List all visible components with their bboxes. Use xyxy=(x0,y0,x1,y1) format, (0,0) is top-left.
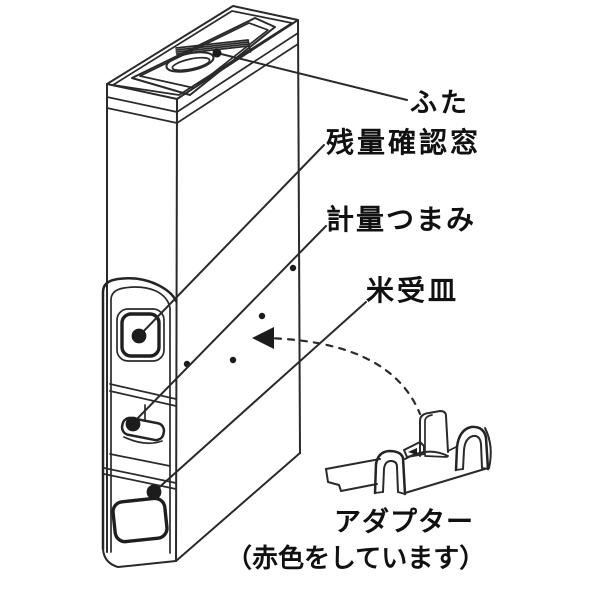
lid-hatch-band xyxy=(175,39,252,55)
tube-end-cap xyxy=(484,427,492,469)
window-leader-line xyxy=(138,144,325,337)
right-clip-outer xyxy=(454,425,490,472)
label-rice-tray: 米受皿 xyxy=(366,275,460,306)
adapter-tab-thickness xyxy=(424,414,433,456)
knob-anchor-dot xyxy=(125,416,141,432)
lid-finger-recess-inner xyxy=(171,56,211,72)
adapter-drawing xyxy=(325,410,492,496)
side-pin-dot-1 xyxy=(289,264,297,272)
side-pin-dot-2 xyxy=(258,312,266,320)
panel-bottom-edge xyxy=(102,548,177,568)
panel-divider-lower xyxy=(109,390,177,407)
label-lid: ふた xyxy=(410,88,470,118)
lid-finger-recess-outer xyxy=(165,51,215,73)
arrowhead-icon xyxy=(252,327,274,349)
panel-inner-border xyxy=(110,286,171,554)
label-remaining-window: 残量確認窓 xyxy=(326,127,482,158)
cap-band-line-lower xyxy=(106,43,299,124)
front-panel-drawing xyxy=(101,277,178,568)
lid-anchor-dot xyxy=(212,48,222,58)
adapter-tab-outline xyxy=(419,410,449,457)
measuring-knob-drawing xyxy=(120,416,166,442)
rice-tray-drawing xyxy=(111,496,169,544)
adapter-arm-top xyxy=(325,458,381,470)
lid-outline xyxy=(131,17,276,96)
remaining-amount-window xyxy=(120,312,161,358)
dashed-arc xyxy=(260,336,422,416)
adapter-shelf xyxy=(403,441,425,458)
box-bottom-right-edge xyxy=(175,452,301,562)
callout-leaders xyxy=(125,48,408,500)
recess-bottom-edge xyxy=(109,453,171,467)
window-frame-outer xyxy=(116,308,165,362)
adapter-mark-icon xyxy=(408,448,417,455)
left-clip-feet xyxy=(374,491,406,495)
panel-outline xyxy=(101,277,178,551)
tray-leader-line xyxy=(153,301,367,493)
lid-drawing xyxy=(131,17,276,96)
panel-divider-upper xyxy=(109,383,177,400)
tray-anchor-dot xyxy=(146,484,162,500)
dispenser-body-drawing xyxy=(106,5,301,562)
adapter-arm-bottom xyxy=(325,468,378,492)
lid-inner-line xyxy=(139,22,269,89)
tube-top-right xyxy=(447,446,457,452)
left-clip-inner xyxy=(382,460,399,493)
label-measuring-knob: 計量つまみ xyxy=(326,204,477,235)
label-adapter-note: （赤色をしています） xyxy=(226,543,486,573)
tube-bottom-edge xyxy=(404,467,489,494)
side-pin-dot-3 xyxy=(229,356,237,364)
box-top-rim xyxy=(112,10,293,96)
right-clip-inner xyxy=(462,434,483,470)
knob-leader-line xyxy=(132,225,327,424)
label-adapter: アダプター xyxy=(334,507,474,537)
lower-band-line-1 xyxy=(103,467,177,484)
cap-band-line-upper xyxy=(106,32,299,113)
box-right-edge xyxy=(297,19,301,454)
left-clip-outer xyxy=(373,449,407,496)
window-anchor-dot xyxy=(131,328,147,344)
lower-band-line-2 xyxy=(103,473,177,490)
lid-leader-line xyxy=(216,52,408,101)
knob-thickness-line xyxy=(123,436,163,445)
insertion-arrow xyxy=(252,327,422,416)
box-front-edge xyxy=(175,98,178,562)
right-clip-feet xyxy=(455,467,489,471)
adapter-tab-base xyxy=(424,455,448,458)
